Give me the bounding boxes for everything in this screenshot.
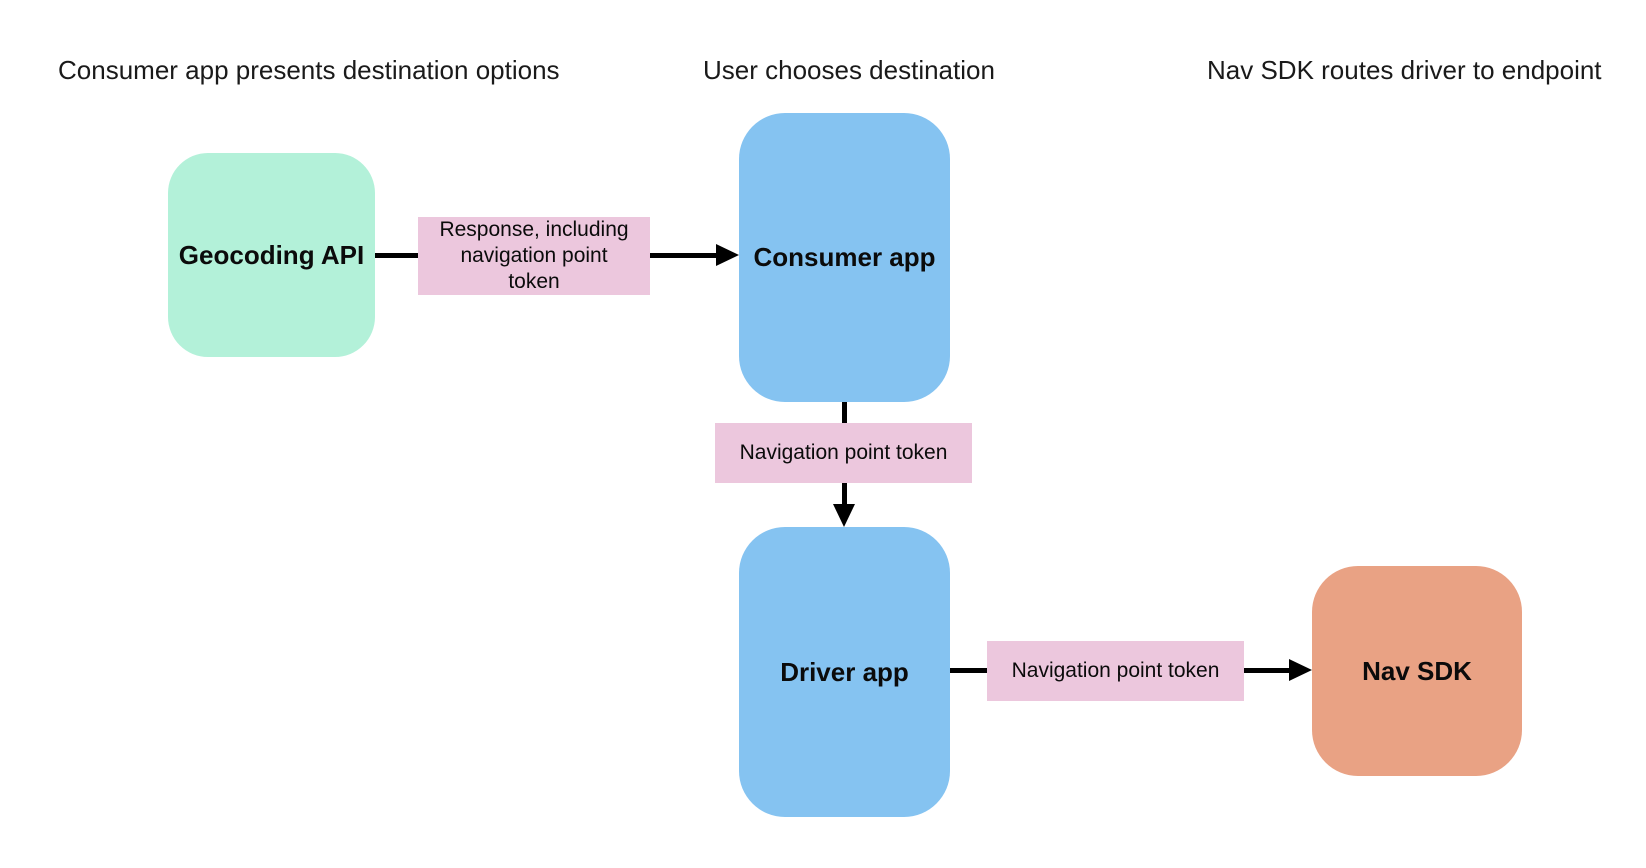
node-driver-app-label: Driver app xyxy=(780,656,909,687)
node-nav-sdk: Nav SDK xyxy=(1312,566,1522,776)
arrowhead-down-icon xyxy=(833,504,855,527)
stage-label-consumer-presents: Consumer app presents destination option… xyxy=(58,55,560,85)
arrowhead-right-icon xyxy=(716,244,739,266)
stage-label-user-chooses: User chooses destination xyxy=(703,55,995,85)
edge-label-navigation-point-token-2: Navigation point token xyxy=(987,641,1244,701)
node-geocoding-api-label: Geocoding API xyxy=(178,239,365,270)
stage-label-nav-sdk-routes: Nav SDK routes driver to endpoint xyxy=(1207,55,1602,85)
edge-label-navigation-point-token-1: Navigation point token xyxy=(715,423,972,483)
node-geocoding-api: Geocoding API xyxy=(168,153,375,357)
node-consumer-app-label: Consumer app xyxy=(753,242,936,272)
node-driver-app: Driver app xyxy=(739,527,950,817)
node-consumer-app: Consumer app xyxy=(739,113,950,402)
edge-label-response-token: Response, including navigation point tok… xyxy=(418,217,650,295)
arrowhead-right-icon xyxy=(1289,659,1312,681)
node-nav-sdk-label: Nav SDK xyxy=(1362,655,1472,686)
